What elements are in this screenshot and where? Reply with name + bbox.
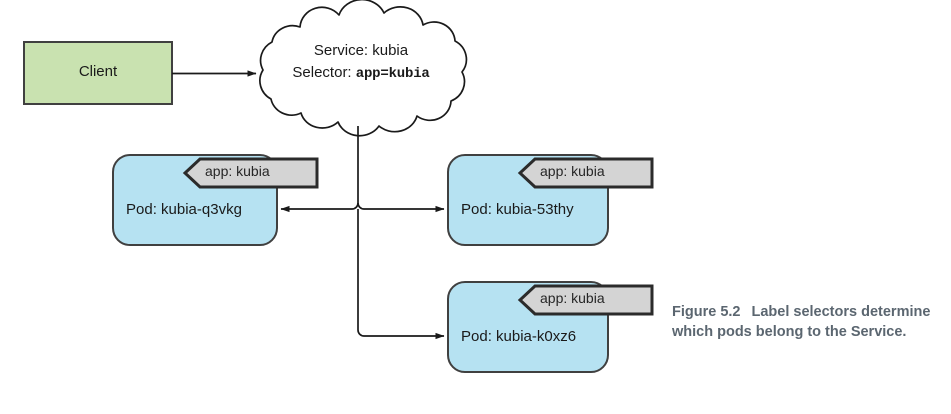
- connector-junction-left: [351, 202, 359, 210]
- client-box: [23, 41, 173, 105]
- service-cloud: [259, 0, 468, 137]
- label-tag-2: [517, 157, 654, 189]
- figure-caption-text: Label selectors determine which pods bel…: [672, 304, 931, 340]
- label-tag-3: [517, 284, 654, 316]
- connector-trunk-lower: [357, 209, 365, 337]
- label-tag-1: [182, 157, 319, 189]
- figure-caption-number: Figure 5.2: [672, 304, 741, 320]
- connector-trunk: [357, 126, 365, 210]
